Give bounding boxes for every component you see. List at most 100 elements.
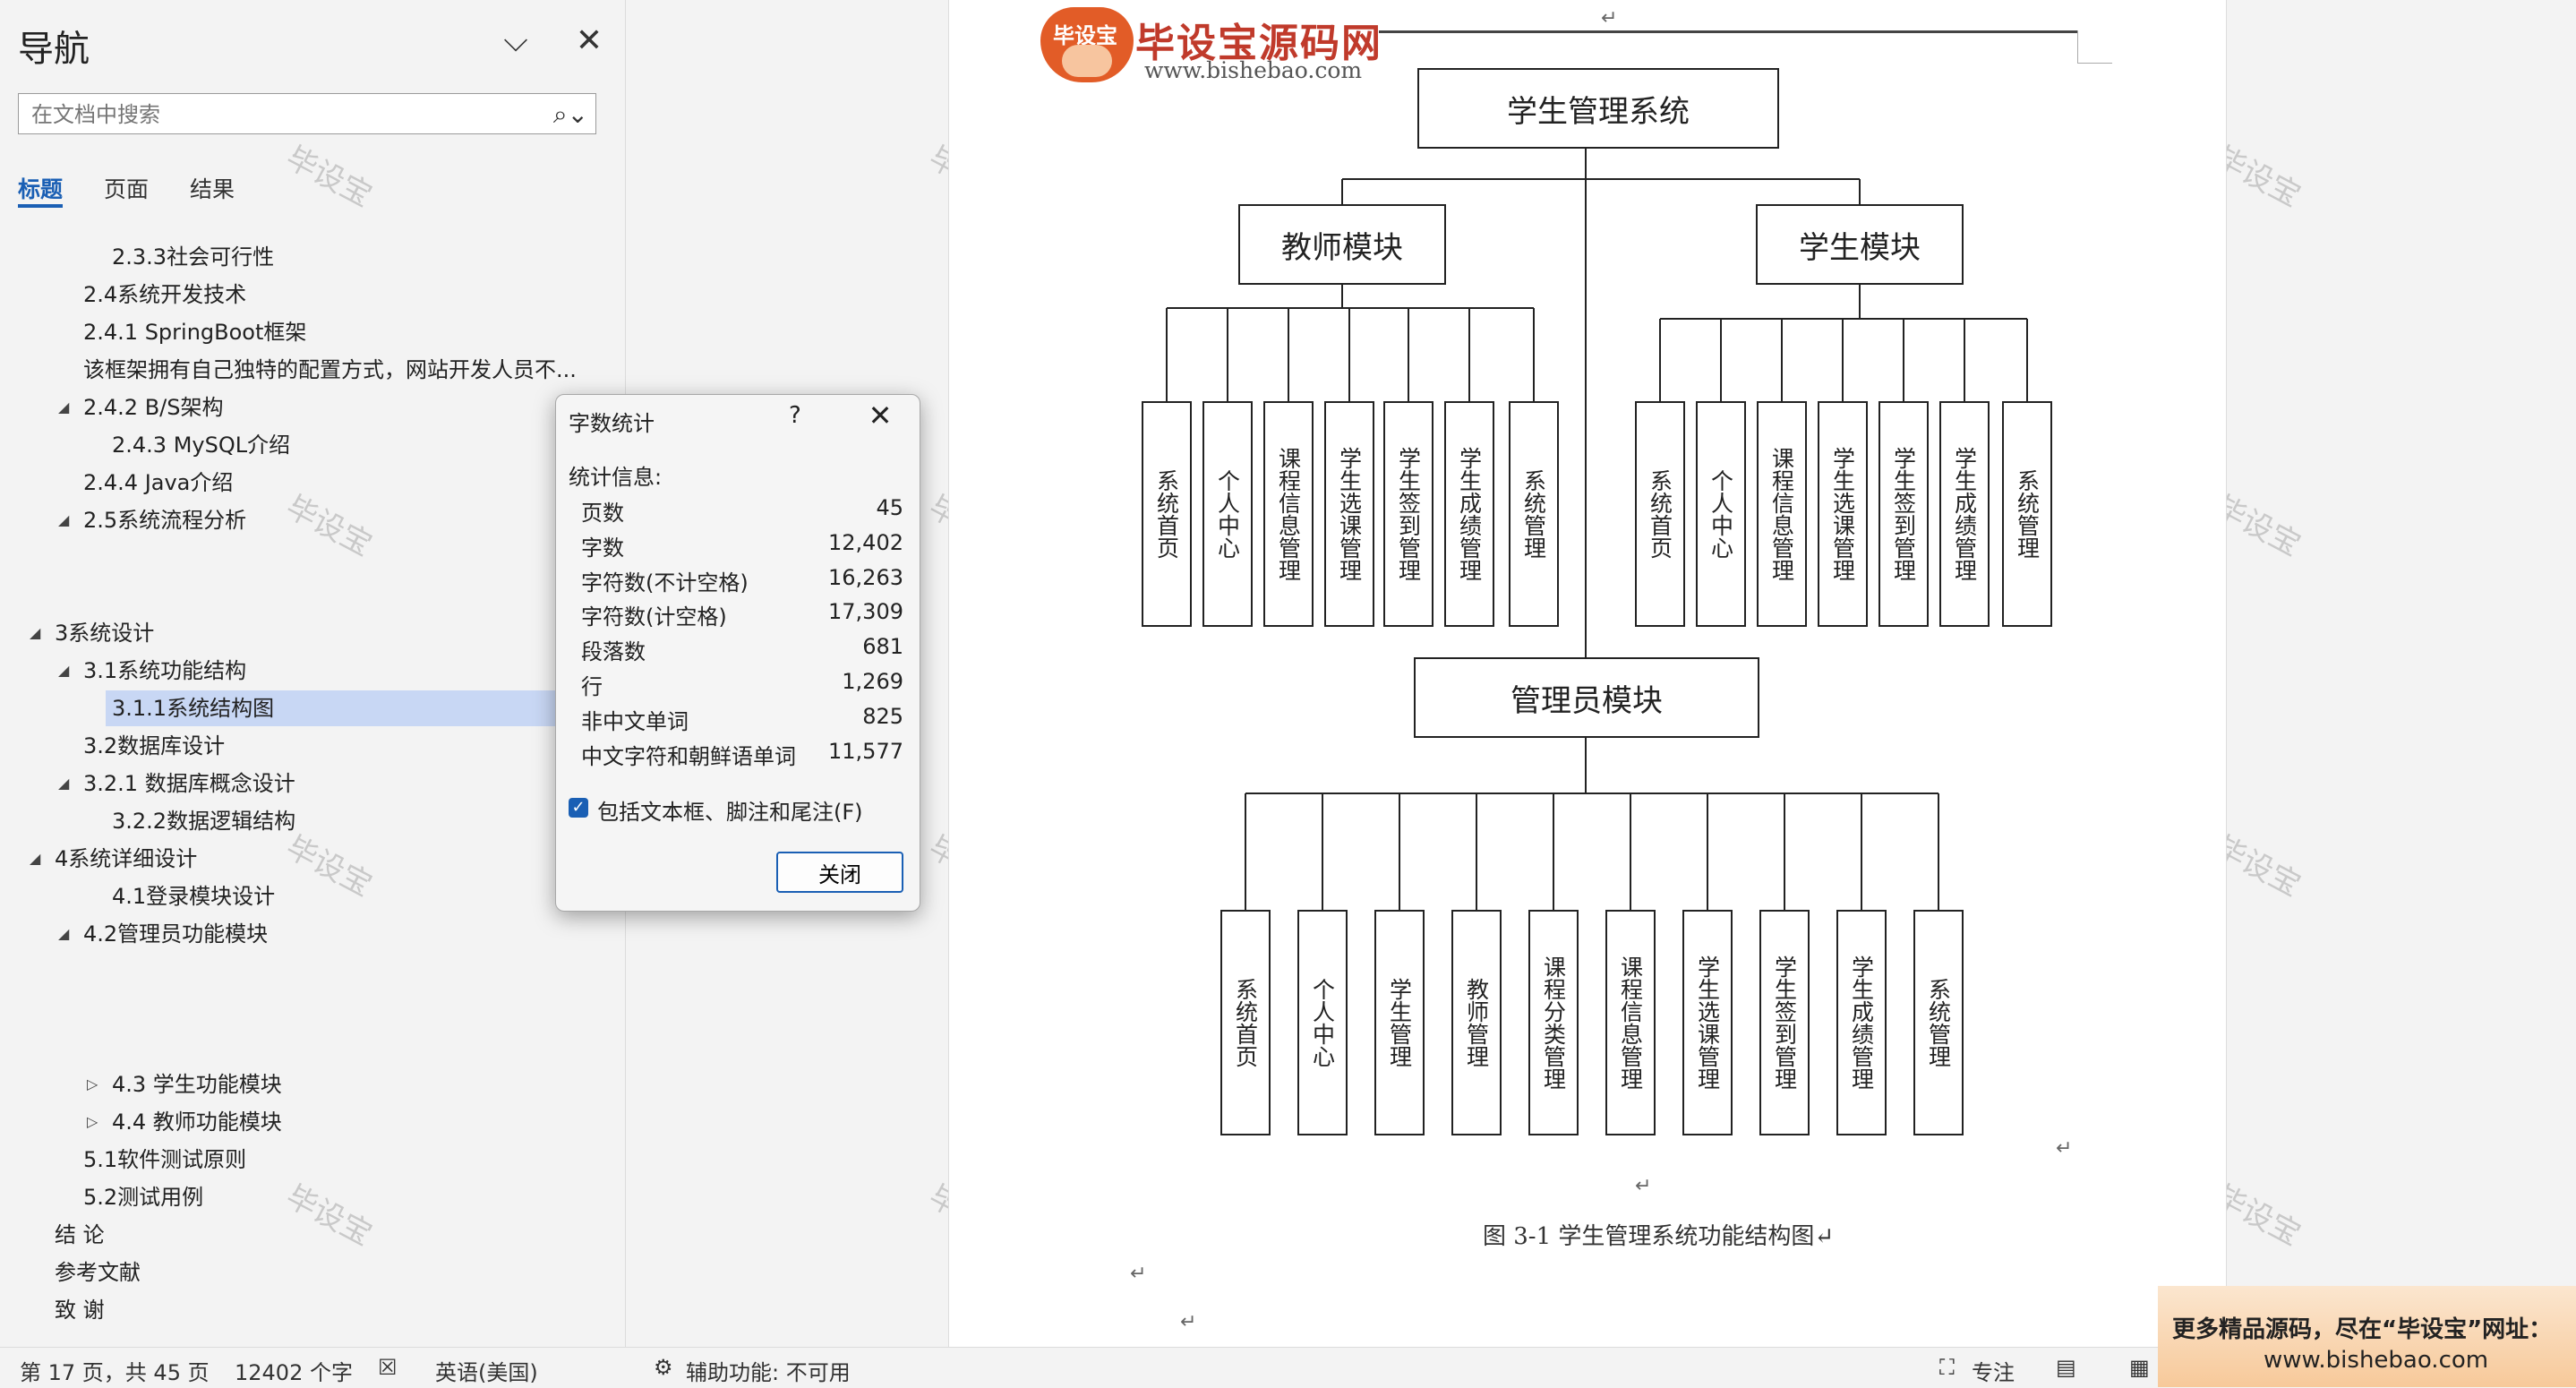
dialog-close-icon[interactable]: ✕: [868, 398, 893, 433]
chevron-down-icon[interactable]: ⌵: [503, 22, 528, 59]
logo-badge: 毕设宝: [1040, 7, 1134, 82]
toc-item[interactable]: ◢2.5系统流程分析: [58, 502, 246, 538]
toc-item[interactable]: 2.4.3 MySQL介绍: [112, 427, 290, 463]
focus-mode[interactable]: 专注: [1972, 1360, 2015, 1385]
module-item-box: 学生签到管理: [1383, 401, 1433, 627]
stat-value: 681: [862, 634, 903, 660]
toc-item[interactable]: 2.4系统开发技术: [83, 277, 246, 313]
admin-module-node: 管理员模块: [1414, 657, 1759, 738]
print-layout-icon[interactable]: ▦: [2129, 1355, 2150, 1380]
stat-label: 段落数: [581, 639, 646, 665]
toc-item[interactable]: ◢ 3系统设计: [30, 615, 155, 651]
search-icon[interactable]: ⌕⌄: [552, 99, 588, 129]
stat-label: 字数: [581, 535, 624, 561]
expand-toggle-icon[interactable]: ◢: [58, 398, 70, 416]
toc-item[interactable]: ◢ 4系统详细设计: [30, 841, 198, 877]
tab-pages[interactable]: 页面: [104, 176, 150, 202]
word-count[interactable]: 12402 个字: [235, 1360, 353, 1385]
expand-toggle-icon[interactable]: ▷: [87, 1113, 98, 1130]
include-textbox-label[interactable]: 包括文本框、脚注和尾注(F): [597, 800, 863, 825]
include-textbox-checkbox[interactable]: ✓: [569, 798, 588, 818]
stat-value: 17,309: [828, 599, 903, 625]
module-item-box: 系统首页: [1635, 401, 1685, 627]
toc-item-label: 结 论: [55, 1222, 105, 1247]
close-button[interactable]: 关闭: [776, 852, 903, 893]
search-input[interactable]: [30, 99, 535, 130]
stat-label: 页数: [581, 501, 624, 526]
toc-item[interactable]: 致 谢: [55, 1292, 105, 1328]
toc-item[interactable]: 3.2数据库设计: [83, 728, 225, 764]
toc-item[interactable]: ◢3.1系统功能结构: [58, 653, 246, 689]
toc-item-label: 3系统设计: [55, 621, 155, 646]
stat-row: 字符数(不计空格)16,263: [581, 565, 903, 599]
toc-item[interactable]: 3.1.1系统结构图: [106, 690, 560, 726]
header-rule: [1379, 30, 2077, 33]
toc-item[interactable]: ◢ 3.2.1 数据库概念设计: [58, 766, 295, 801]
tab-results[interactable]: 结果: [190, 176, 235, 202]
accessibility-icon[interactable]: ⚙: [654, 1355, 673, 1380]
toc-item-label: 2.4系统开发技术: [83, 282, 247, 307]
toc-item[interactable]: 5.2测试用例: [83, 1179, 203, 1215]
toc-item-label: 2.3.3社会可行性: [112, 244, 275, 270]
expand-toggle-icon[interactable]: ▷: [87, 1075, 98, 1092]
toc-item[interactable]: 2.4.1 SpringBoot框架: [83, 314, 306, 350]
stat-row: 段落数 681: [581, 634, 903, 668]
toc-item-label: 4系统详细设计: [55, 846, 198, 871]
promo-url[interactable]: www.bishebao.com: [2264, 1347, 2489, 1374]
toc-item[interactable]: 结 论: [55, 1217, 105, 1253]
help-icon[interactable]: ?: [789, 402, 801, 429]
toc-item-label: 2.4.2 B/S架构: [83, 395, 224, 420]
stat-label: 非中文单词: [581, 708, 689, 734]
tab-underline: [18, 204, 63, 208]
stat-value: 16,263: [828, 564, 903, 590]
search-box[interactable]: ⌕⌄: [18, 93, 596, 134]
toc-item[interactable]: ◢4.2管理员功能模块: [58, 916, 268, 952]
module-item-box: 学生签到管理: [1759, 910, 1810, 1135]
module-item-box: 课程信息管理: [1757, 401, 1807, 627]
stat-value: 825: [862, 703, 903, 729]
navigation-pane: 导航 ⌵ ✕ ⌕⌄ 标题 页面 结果 2.3.3社会可行性2.4系统开发技术2.…: [0, 0, 626, 1347]
toc-item-label: 5.2测试用例: [83, 1185, 204, 1210]
proofing-icon[interactable]: ☒: [378, 1355, 398, 1380]
toc-item[interactable]: 2.3.3社会可行性: [112, 239, 274, 275]
expand-toggle-icon[interactable]: ◢: [58, 662, 70, 679]
module-item-box: 个人中心: [1202, 401, 1253, 627]
toc-item-label: 致 谢: [55, 1298, 105, 1323]
teacher-module-node: 教师模块: [1238, 204, 1446, 285]
toc-item-label: 3.1.1系统结构图: [112, 696, 275, 721]
toc-item[interactable]: ▷4.4 教师功能模块: [87, 1104, 282, 1140]
module-item-box: 系统管理: [1509, 401, 1559, 627]
figure-caption: 图 3-1 学生管理系统功能结构图↵: [1483, 1223, 1835, 1250]
root-node: 学生管理系统: [1417, 68, 1779, 149]
promo-banner[interactable]: 更多精品源码，尽在“毕设宝”网址： www.bishebao.com: [2158, 1286, 2576, 1387]
toc-item-label: 3.2.1 数据库概念设计: [83, 771, 295, 796]
paragraph-mark: ↵: [2056, 1137, 2073, 1160]
read-mode-icon[interactable]: ▤: [2056, 1355, 2076, 1380]
page-count[interactable]: 第 17 页，共 45 页: [20, 1360, 210, 1385]
toc-item[interactable]: 参考文献: [55, 1255, 141, 1290]
toc-item[interactable]: ▷4.3 学生功能模块: [87, 1067, 282, 1102]
expand-toggle-icon[interactable]: ◢: [58, 511, 70, 528]
toc-item[interactable]: 2.4.4 Java介绍: [83, 465, 233, 501]
logo-badge-text: 毕设宝: [1053, 23, 1117, 48]
expand-toggle-icon[interactable]: ◢: [58, 925, 70, 942]
toc-item[interactable]: 3.2.2数据逻辑结构: [112, 803, 295, 839]
focus-icon[interactable]: ⛶: [1939, 1355, 1955, 1380]
expand-toggle-icon[interactable]: ◢: [30, 850, 41, 867]
toc-item[interactable]: 该框架拥有自己独特的配置方式，网站开发人员不...: [83, 352, 577, 388]
close-icon[interactable]: ✕: [575, 22, 603, 59]
expand-toggle-icon[interactable]: ◢: [30, 624, 41, 641]
toc-item[interactable]: 4.1登录模块设计: [112, 878, 275, 914]
dialog-title: 字数统计: [569, 411, 655, 436]
tab-headings[interactable]: 标题: [18, 176, 64, 202]
accessibility-status[interactable]: 辅助功能: 不可用: [686, 1360, 851, 1385]
toc-item-label: 2.4.4 Java介绍: [83, 470, 234, 495]
toc-item[interactable]: ◢ 2.4.2 B/S架构: [58, 390, 224, 425]
module-item-box: 个人中心: [1297, 910, 1348, 1135]
language[interactable]: 英语(美国): [435, 1360, 538, 1385]
stat-row: 非中文单词 825: [581, 704, 903, 738]
expand-toggle-icon[interactable]: ◢: [58, 775, 70, 792]
toc-item[interactable]: 5.1软件测试原则: [83, 1142, 246, 1178]
